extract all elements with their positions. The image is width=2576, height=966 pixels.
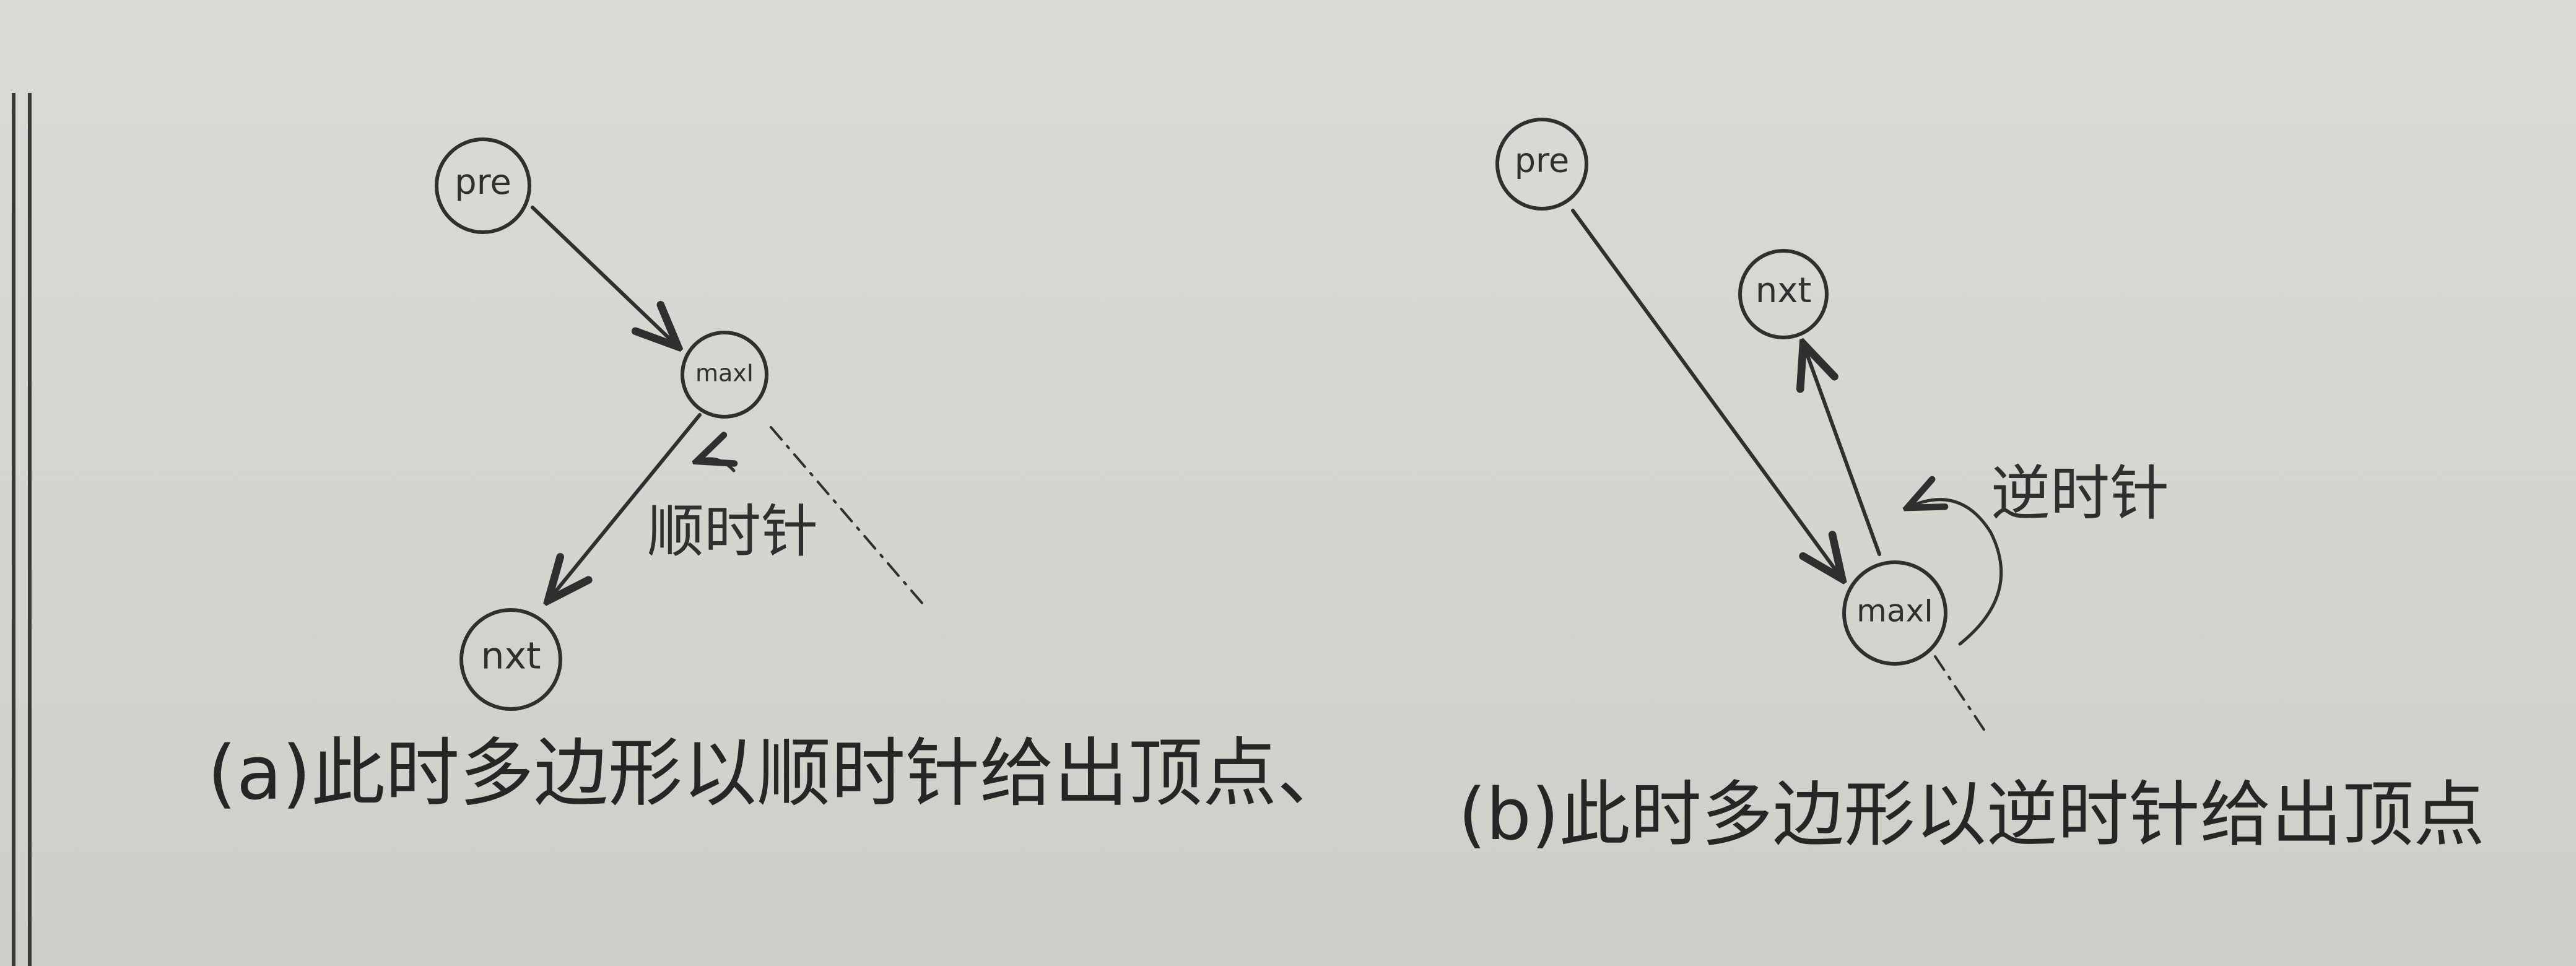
diagram-b (1495, 118, 2003, 732)
label-nxt-a: nxt (481, 635, 541, 678)
rotation-arrow-a (697, 459, 734, 472)
label-max-b: maxI (1856, 593, 1933, 629)
node-nxt-b (1738, 249, 1829, 339)
dashdot-reference-a (770, 426, 924, 605)
edge-pre-to-max-b (1571, 209, 1842, 579)
label-pre-a: pre (455, 162, 511, 202)
edge-max-to-nxt-b (1803, 344, 1881, 556)
label-nxt-b: nxt (1756, 271, 1812, 311)
node-max-b (1842, 560, 1947, 666)
caption-a: (a)此时多边形以顺时针给出顶点、 (207, 731, 1351, 817)
diagram-a (435, 137, 924, 711)
page-margin-lines (12, 93, 32, 966)
rotation-arrow-b (1907, 500, 2003, 646)
caption-b: (b)此时多边形以逆时针给出顶点 (1458, 773, 2485, 856)
node-max-a (681, 331, 768, 419)
dashdot-reference-b (1934, 655, 1986, 732)
rotation-label-b: 逆时针 (1991, 459, 2169, 528)
node-pre-b (1495, 118, 1588, 211)
node-pre-a (435, 137, 531, 234)
diagram-a-labels: pre maxI nxt 顺时针 (a)此时多边形以顺时针给出顶点、 (207, 162, 1351, 817)
label-max-a: maxI (695, 360, 754, 387)
edge-pre-to-max-a (531, 206, 678, 347)
diagram-b-labels: pre nxt maxI 逆时针 (b)此时多边形以逆时针给出顶点 (1458, 141, 2485, 856)
label-pre-b: pre (1515, 141, 1570, 180)
rotation-label-a: 顺时针 (647, 498, 818, 565)
node-nxt-a (459, 608, 562, 711)
edge-max-to-nxt-a (548, 413, 702, 601)
